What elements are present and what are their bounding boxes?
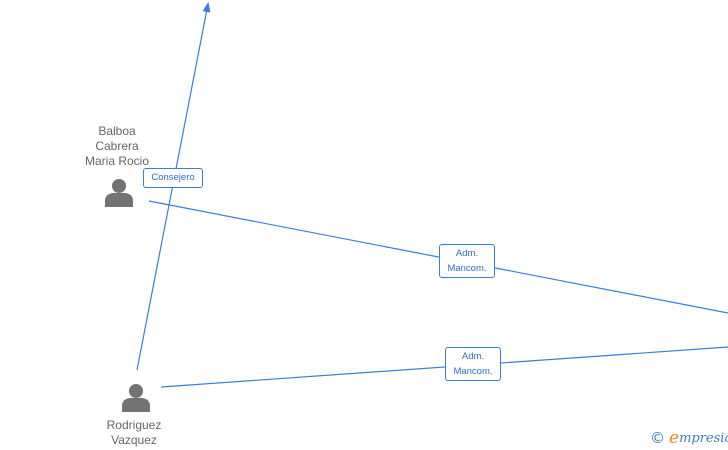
person-icon[interactable] — [105, 179, 133, 207]
person-name-rodriguez[interactable]: Rodriguez Vazquez — [106, 418, 162, 447]
copyright-icon: © — [650, 429, 665, 447]
brand-e: e — [669, 428, 680, 448]
edge-label-adm-2[interactable]: Adm. Mancom. — [445, 347, 501, 381]
edge-line-adm-1 — [148, 200, 728, 314]
brand-text: mpresia — [679, 430, 728, 446]
edge-label-consejero[interactable]: Consejero — [143, 168, 203, 188]
person-icon[interactable] — [122, 384, 150, 412]
empresia-logo: © e mpresia — [650, 428, 728, 448]
edge-label-adm-1[interactable]: Adm. Mancom. — [439, 244, 495, 278]
person-name-balboa[interactable]: Balboa Cabrera Maria Rocio — [84, 124, 150, 168]
edge-line-adm-2 — [160, 346, 728, 388]
